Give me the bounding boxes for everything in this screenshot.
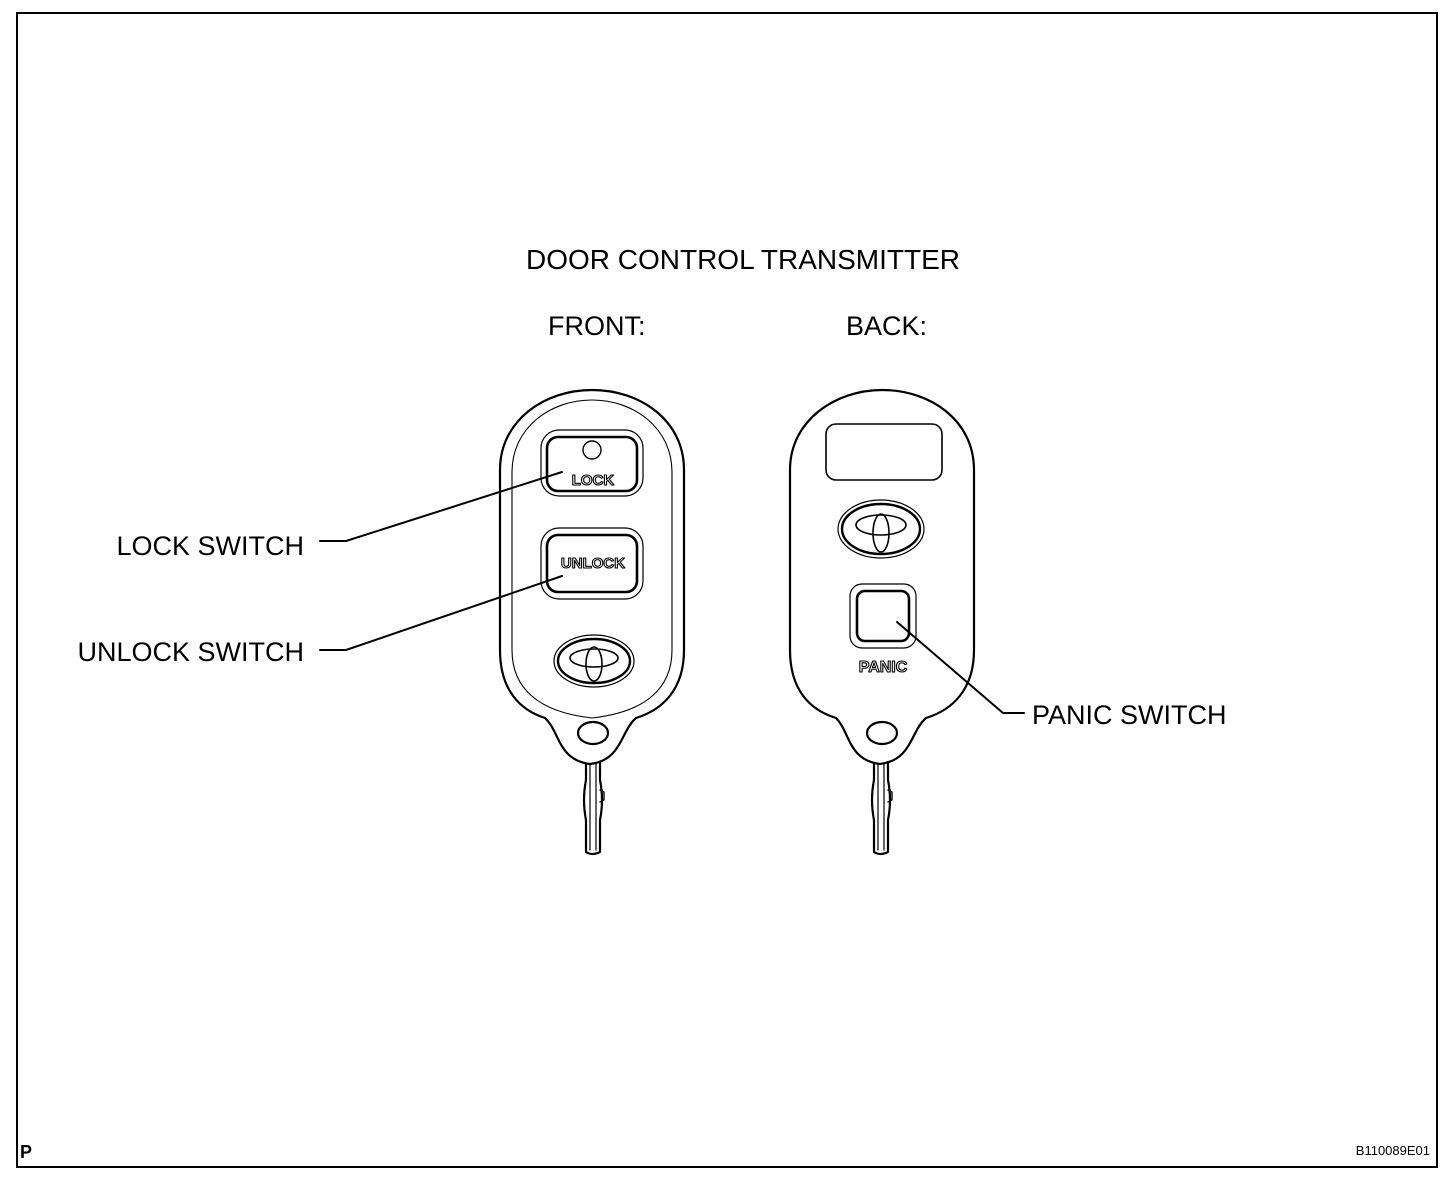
unlock-switch-callout: UNLOCK SWITCH [77,637,304,667]
back-view-label: BACK: [846,311,928,341]
front-fob: LOCK UNLOCK [498,388,686,856]
key-ring-hole [576,720,610,746]
toyota-logo-icon [837,499,925,559]
toyota-logo-icon [553,634,635,688]
label-recess [825,423,943,481]
figure-code: B110089E01 [1355,1143,1430,1158]
key-ring-hole [865,720,899,746]
panic-button-label: PANIC [859,659,908,676]
unlock-button[interactable]: UNLOCK [540,527,644,600]
leader-lines [319,471,1025,714]
diagram-title: DOOR CONTROL TRANSMITTER [525,244,960,275]
page-mark: P [20,1142,33,1162]
panic-button[interactable] [849,583,917,649]
unlock-leader-line [319,575,563,651]
diagram-frame [16,12,1438,1168]
lock-button[interactable]: LOCK [540,429,644,497]
front-view-label: FRONT: [548,311,646,341]
panic-switch-callout: PANIC SWITCH [1032,700,1227,730]
lock-switch-callout: LOCK SWITCH [116,531,304,561]
back-fob: PANIC [788,388,976,856]
unlock-button-label: UNLOCK [561,555,625,572]
back-fob-body [788,388,976,766]
panic-leader-line [896,621,1025,714]
lock-button-label: LOCK [572,472,615,489]
lock-leader-line [319,471,563,542]
